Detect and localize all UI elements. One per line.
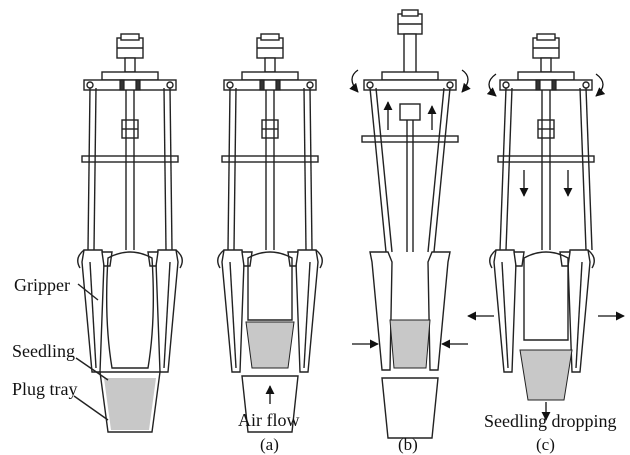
caption-c: (c)	[536, 435, 555, 454]
label-air-flow: Air flow	[238, 410, 300, 430]
label-gripper: Gripper	[14, 275, 70, 295]
unit-a	[217, 33, 323, 433]
label-seedling: Seedling	[12, 341, 75, 361]
unit-b	[349, 9, 471, 439]
caption-a: (a)	[260, 435, 279, 454]
unit-initial	[77, 33, 183, 433]
label-seedling-dropping: Seedling dropping	[484, 411, 617, 431]
label-plug-tray: Plug tray	[12, 379, 78, 399]
unit-c	[467, 33, 625, 421]
caption-b: (b)	[398, 435, 418, 454]
